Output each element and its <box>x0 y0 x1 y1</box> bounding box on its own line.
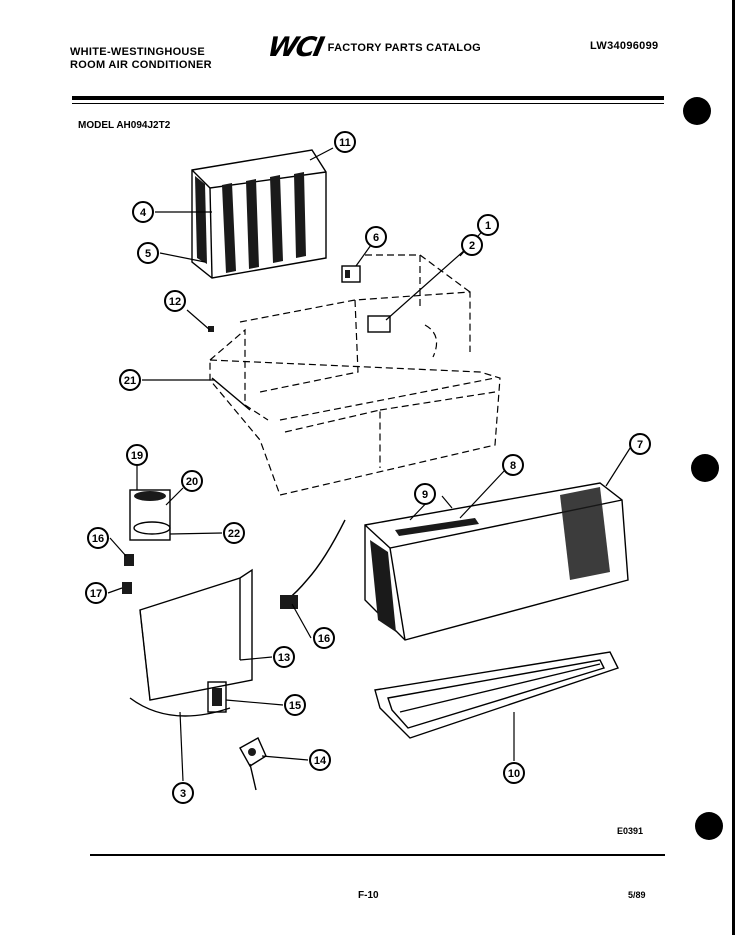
part-16-knob <box>124 554 134 566</box>
callout-15: 15 <box>284 694 306 716</box>
callout-19: 19 <box>126 444 148 466</box>
power-cord <box>280 519 346 609</box>
svg-text:15: 15 <box>289 700 301 712</box>
callout-1: 1 <box>477 214 499 236</box>
callout-13: 13 <box>273 646 295 668</box>
callout-22: 22 <box>223 522 245 544</box>
svg-text:22: 22 <box>228 528 240 540</box>
callout-12: 12 <box>164 290 186 312</box>
svg-text:2: 2 <box>469 240 475 252</box>
catalog-title: FACTORY PARTS CATALOG <box>327 41 482 54</box>
callouts: 1 2 3 4 5 6 7 8 9 10 11 12 13 14 15 16 1… <box>85 131 651 804</box>
svg-text:5: 5 <box>145 248 151 260</box>
svg-text:19: 19 <box>131 450 143 462</box>
callout-3: 3 <box>172 782 194 804</box>
brand-block: WHITE-WESTINGHOUSE ROOM AIR CONDITIONER <box>70 46 212 72</box>
svg-text:6: 6 <box>373 232 379 244</box>
callout-10: 10 <box>503 762 525 784</box>
binder-hole-bottom <box>695 812 723 840</box>
header-rule <box>72 96 664 100</box>
drawing-number: E0391 <box>617 826 644 836</box>
callout-8: 8 <box>502 454 524 476</box>
base-pan-assembly <box>208 254 501 496</box>
wire-harness <box>129 697 231 717</box>
condenser-coil <box>191 149 327 279</box>
svg-text:3: 3 <box>180 788 186 800</box>
catalog-header: WCI FACTORY PARTS CATALOG <box>265 32 482 63</box>
svg-text:21: 21 <box>124 375 136 387</box>
header-rule-thin <box>72 103 664 104</box>
callout-6: 6 <box>365 226 387 248</box>
callout-16b: 16 <box>313 627 335 649</box>
svg-text:14: 14 <box>314 755 327 767</box>
callout-16a: 16 <box>87 527 109 549</box>
catalog-date: 5/89 <box>628 890 646 900</box>
control-bracket <box>139 568 253 713</box>
callout-5: 5 <box>137 242 159 264</box>
callout-11: 11 <box>334 131 356 153</box>
svg-text:10: 10 <box>508 768 520 780</box>
svg-text:7: 7 <box>637 439 643 451</box>
svg-text:4: 4 <box>140 207 147 219</box>
thermostat <box>239 737 267 791</box>
callout-9: 9 <box>414 483 436 505</box>
relay-part <box>341 265 361 283</box>
callout-2: 2 <box>461 234 483 256</box>
svg-text:9: 9 <box>422 489 428 501</box>
svg-text:16: 16 <box>318 633 330 645</box>
callout-17: 17 <box>85 582 107 604</box>
callout-20: 20 <box>181 470 203 492</box>
svg-text:17: 17 <box>90 588 102 600</box>
callout-14: 14 <box>309 749 331 771</box>
binder-hole-top <box>683 97 711 125</box>
svg-text:1: 1 <box>485 220 491 232</box>
page-number: F-10 <box>358 890 379 901</box>
catalog-number: LW34096099 <box>590 40 659 52</box>
part-17-knob <box>122 582 132 594</box>
brand-line-2: ROOM AIR CONDITIONER <box>70 59 212 71</box>
svg-text:11: 11 <box>339 137 351 149</box>
svg-text:20: 20 <box>186 476 198 488</box>
model-label: MODEL AH094J2T2 <box>78 120 171 131</box>
footer-rule <box>90 854 665 856</box>
capacitor <box>129 489 171 541</box>
callout-7: 7 <box>629 433 651 455</box>
svg-text:16: 16 <box>92 533 104 545</box>
front-grille <box>364 482 629 641</box>
exploded-parts-diagram: 1 2 3 4 5 6 7 8 9 10 11 12 13 14 15 16 1… <box>85 131 651 804</box>
filter-tray <box>374 651 619 739</box>
svg-text:13: 13 <box>278 652 290 664</box>
callout-4: 4 <box>132 201 154 223</box>
svg-text:12: 12 <box>169 296 181 308</box>
callout-21: 21 <box>119 369 141 391</box>
binder-hole-middle <box>691 454 719 482</box>
brand-line-1: WHITE-WESTINGHOUSE <box>70 46 205 58</box>
svg-text:8: 8 <box>510 460 516 472</box>
